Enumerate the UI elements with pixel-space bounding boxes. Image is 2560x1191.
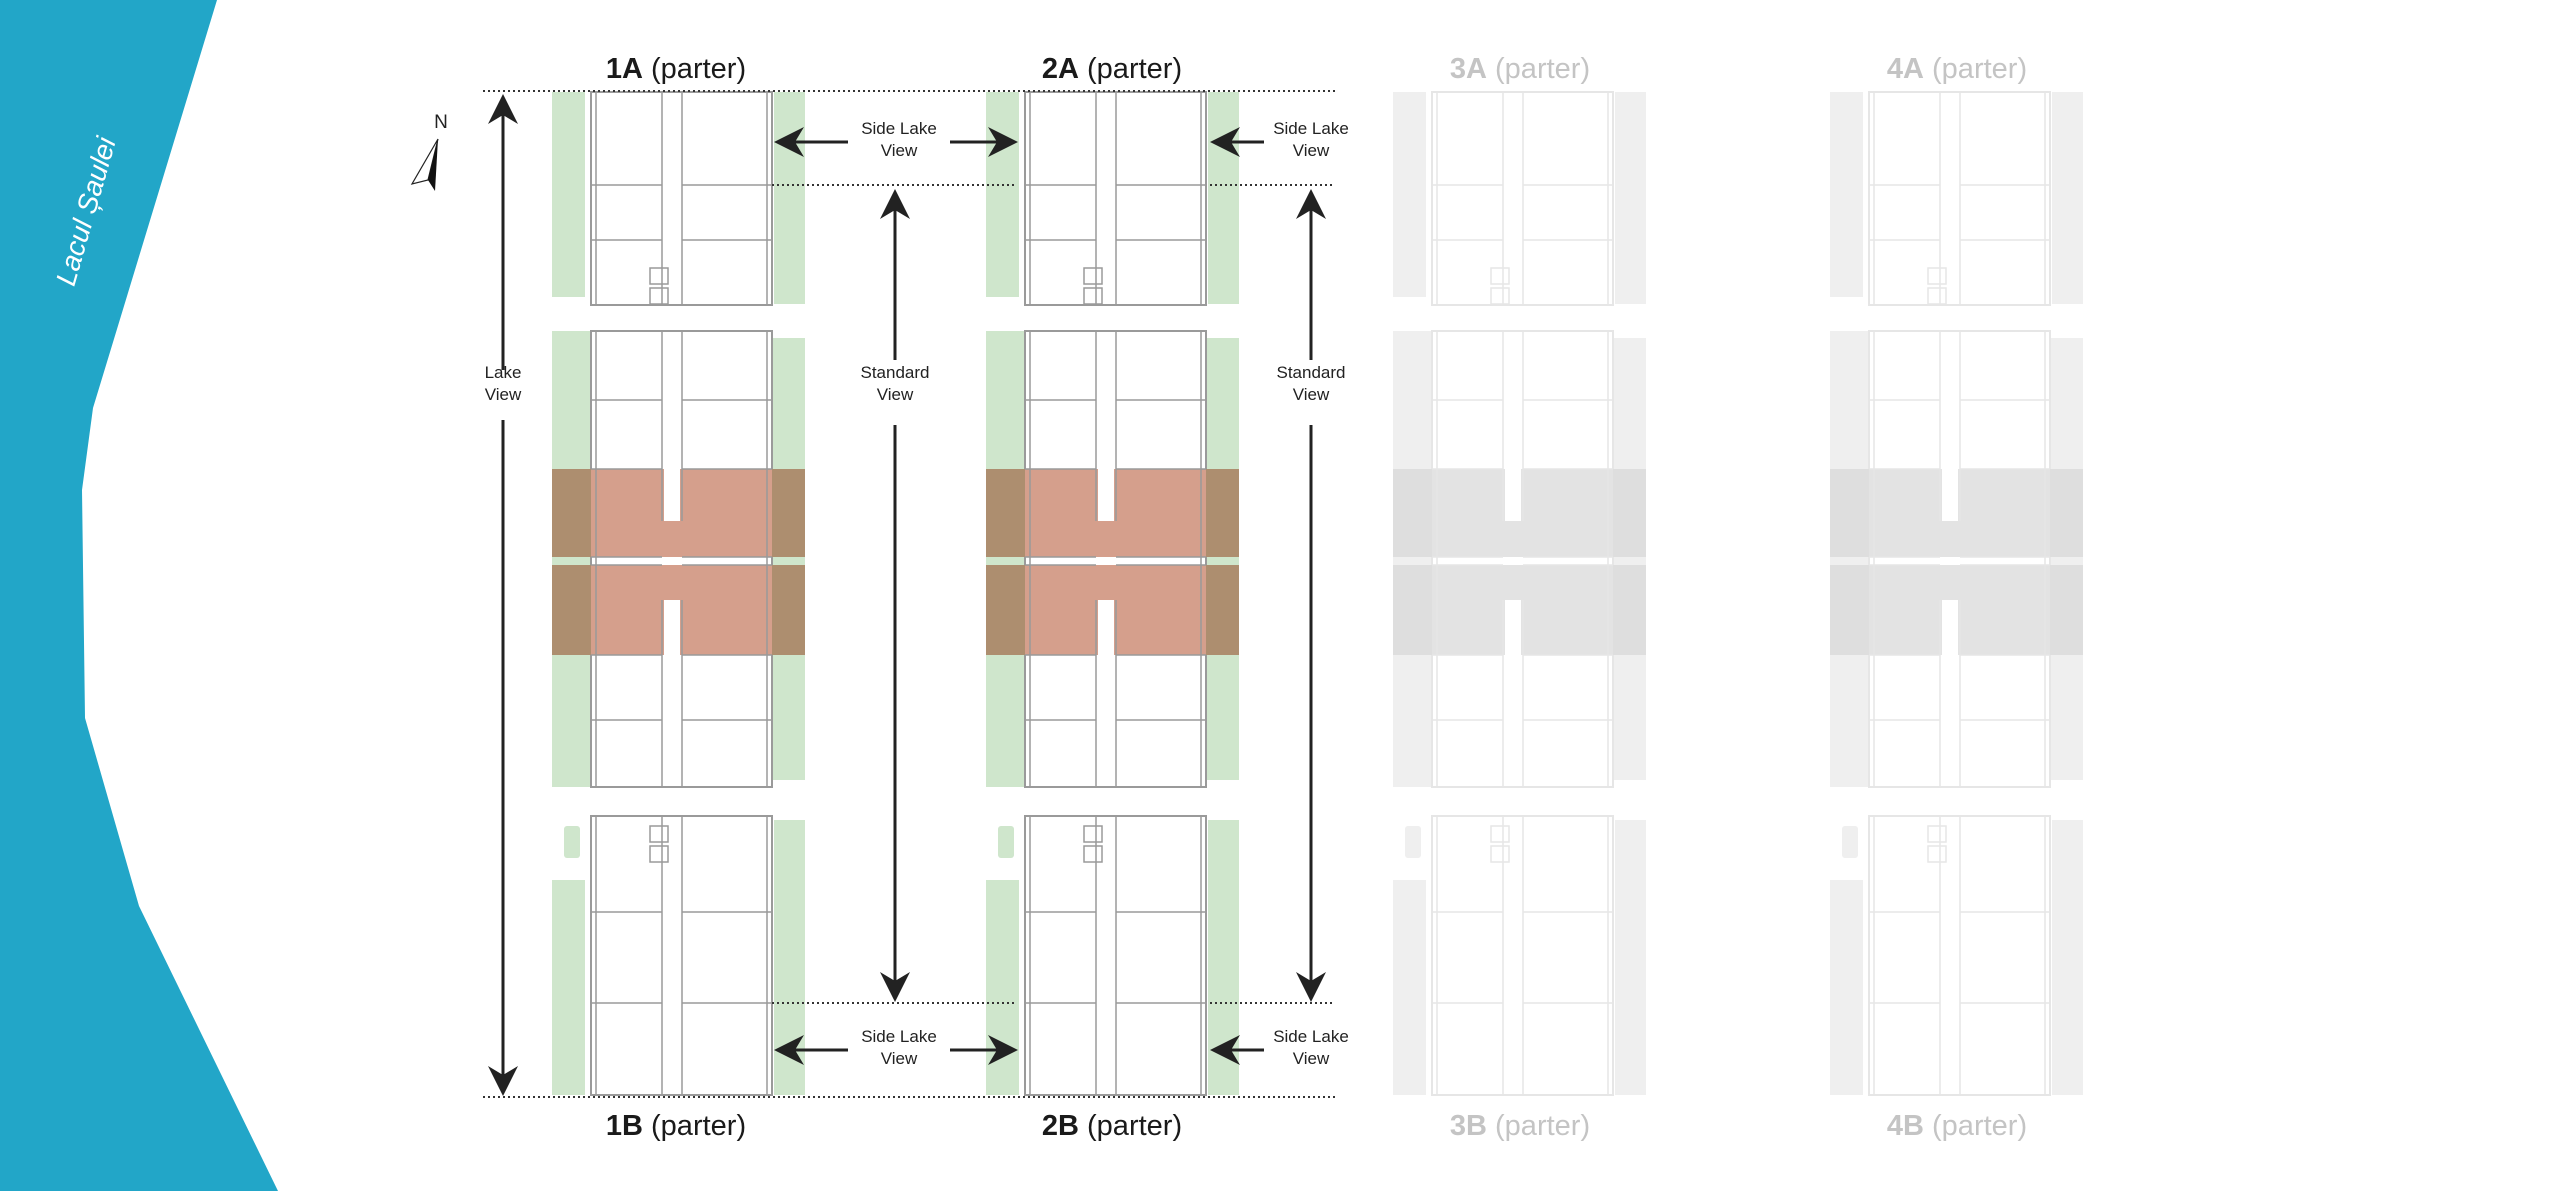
garden-area — [1204, 338, 1239, 780]
garden-area — [2052, 820, 2083, 1095]
building-plan-1[interactable] — [552, 91, 805, 1096]
garden-patch — [774, 826, 790, 858]
garden-area — [1830, 880, 1863, 1095]
garden-patch — [774, 262, 790, 294]
building-label-2a[interactable]: 2A (parter) — [1042, 53, 1182, 85]
garden-area — [1611, 338, 1646, 780]
garden-patch — [1405, 826, 1421, 858]
garden-area — [986, 880, 1019, 1095]
north-compass-icon: N — [410, 112, 448, 191]
elevator-icon — [649, 267, 669, 285]
view-boundaries — [483, 90, 1335, 1098]
building-plan-3[interactable] — [1393, 91, 1646, 1096]
elevator-icon — [1927, 287, 1947, 305]
building-label-1b[interactable]: 1B (parter) — [606, 1110, 746, 1142]
elevator-icon — [1927, 845, 1947, 863]
garden-patch — [1615, 262, 1631, 294]
corridor — [1942, 469, 1958, 521]
elevator-icon — [649, 825, 669, 843]
svg-text:N: N — [434, 112, 448, 133]
corridor — [1505, 600, 1521, 655]
corridor — [1505, 469, 1521, 521]
building-label-2b[interactable]: 2B (parter) — [1042, 1110, 1182, 1142]
elevator-icon — [1490, 267, 1510, 285]
garden-area — [1393, 331, 1432, 787]
elevator-icon — [1490, 845, 1510, 863]
elevator-icon — [1083, 845, 1103, 863]
elevator-icon — [1083, 287, 1103, 305]
elevator-icon — [1083, 825, 1103, 843]
elevator-icon — [1083, 267, 1103, 285]
garden-area — [552, 331, 591, 787]
building-label-1a[interactable]: 1A (parter) — [606, 53, 746, 85]
building-label-3b[interactable]: 3B (parter) — [1450, 1110, 1590, 1142]
garden-area — [770, 338, 805, 780]
garden-patch — [1208, 826, 1224, 858]
building-label-4a[interactable]: 4A (parter) — [1887, 53, 2027, 85]
building-plan-4[interactable] — [1830, 91, 2083, 1096]
garden-patch — [998, 262, 1014, 294]
elevator-icon — [1927, 825, 1947, 843]
garden-area — [1208, 820, 1239, 1095]
garden-patch — [1405, 262, 1421, 294]
building-label-3a[interactable]: 3A (parter) — [1450, 53, 1590, 85]
garden-patch — [1842, 826, 1858, 858]
garden-patch — [1208, 262, 1224, 294]
elevator-icon — [1490, 287, 1510, 305]
building-plan-2[interactable] — [986, 91, 1239, 1096]
garden-area — [986, 331, 1025, 787]
corridor — [1098, 600, 1114, 655]
garden-patch — [564, 262, 580, 294]
garden-area — [552, 880, 585, 1095]
garden-patch — [1842, 262, 1858, 294]
elevator-icon — [649, 845, 669, 863]
garden-patch — [998, 826, 1014, 858]
building-label-4b[interactable]: 4B (parter) — [1887, 1110, 2027, 1142]
corridor — [664, 600, 680, 655]
elevator-icon — [1927, 267, 1947, 285]
corridor — [664, 469, 680, 521]
garden-patch — [2052, 826, 2068, 858]
view-arrows — [488, 94, 1326, 1096]
corridor — [1942, 600, 1958, 655]
elevator-icon — [1490, 825, 1510, 843]
garden-area — [1615, 820, 1646, 1095]
lake-area — [0, 0, 278, 1191]
garden-patch — [1615, 826, 1631, 858]
garden-area — [1830, 331, 1869, 787]
garden-area — [1393, 880, 1426, 1095]
garden-area — [2048, 338, 2083, 780]
garden-area — [774, 820, 805, 1095]
corridor — [1098, 469, 1114, 521]
garden-patch — [2052, 262, 2068, 294]
elevator-icon — [649, 287, 669, 305]
garden-patch — [564, 826, 580, 858]
